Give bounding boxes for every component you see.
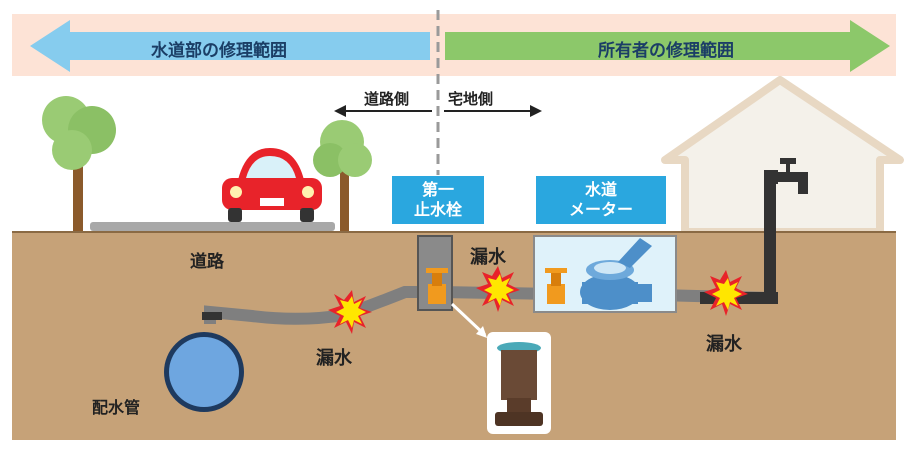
- stop-valve-photo: [487, 332, 551, 434]
- stop-valve-sign-line1: 第一: [421, 180, 454, 199]
- stop-valve-box: [417, 235, 453, 311]
- water-main-label: 配水管: [92, 398, 141, 417]
- leak-burst-right: [704, 270, 748, 316]
- zoom-pointer: [450, 302, 487, 337]
- tree-right: [313, 120, 372, 232]
- road-surface: [90, 222, 335, 231]
- house-side-arrow: [444, 105, 542, 117]
- leak-label-right: 漏水: [706, 334, 742, 355]
- car: [222, 148, 322, 222]
- leak-burst-left: [328, 290, 372, 334]
- water-meter-sign-line1: 水道: [584, 180, 617, 199]
- road-label: 道路: [190, 252, 224, 272]
- leak-label-middle: 漏水: [470, 247, 506, 268]
- leak-burst-middle: [476, 266, 520, 312]
- house-side-label: 宅地側: [448, 90, 494, 108]
- water-dept-scope-label: 水道部の修理範囲: [151, 41, 287, 61]
- water-main: [164, 312, 244, 412]
- road-side-label: 道路側: [364, 90, 410, 108]
- faucet: [764, 158, 808, 194]
- water-meter-sign: 水道 メーター: [536, 176, 666, 224]
- ground: [12, 232, 896, 440]
- water-meter-sign-line2: メーター: [568, 200, 633, 219]
- leak-label-left: 漏水: [316, 348, 352, 369]
- road-side-arrow: [334, 105, 432, 117]
- house: [661, 76, 904, 236]
- water-dept-scope-arrow: [30, 20, 430, 72]
- tree-left: [42, 96, 116, 233]
- stop-valve-sign: 第一 止水栓: [392, 176, 484, 224]
- owner-scope-label: 所有者の修理範囲: [598, 41, 734, 61]
- stop-valve-sign-line2: 止水栓: [413, 200, 462, 219]
- meter-box: [533, 235, 677, 313]
- owner-scope-arrow: [445, 20, 890, 72]
